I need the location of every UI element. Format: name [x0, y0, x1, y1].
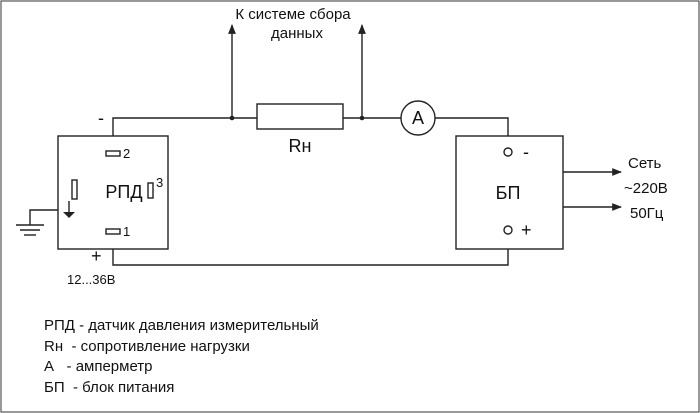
ps-terminal-minus [503, 147, 513, 157]
ps-terminal-plus [503, 225, 513, 235]
legend-item: РПД - датчик давления измерительный [44, 316, 319, 337]
sensor-pin-1 [105, 228, 121, 235]
sensor-pin-2 [105, 150, 121, 157]
legend-term: РПД [44, 317, 75, 334]
sensor-pin-3 [147, 182, 154, 199]
legend-sep: - [54, 358, 76, 375]
legend-item: Rн - сопротивление нагрузки [44, 337, 319, 358]
legend-desc: амперметр [75, 358, 153, 375]
ammeter-label: A [412, 108, 424, 128]
legend-item: А - амперметр [44, 357, 319, 378]
inner-ground-icon [63, 212, 75, 218]
legend-term: БП [44, 378, 65, 396]
legend-term: А [44, 358, 55, 375]
legend-desc: датчик давления измерительный [88, 317, 319, 334]
wire-bottom [112, 234, 509, 266]
power-supply-label: БП [496, 183, 521, 203]
legend-item: БП - блок питания [44, 378, 319, 399]
ps-plus-label: + [521, 220, 532, 240]
legend: РПД - датчик давления измерительный Rн -… [44, 316, 319, 398]
mains-voltage-label: ~220В [624, 180, 668, 197]
pin-2-label: 2 [123, 146, 130, 161]
sensor-plus-label: + [91, 246, 102, 266]
legend-desc: блок питания [82, 378, 175, 396]
external-ground-wire [29, 209, 58, 225]
sensor-ground-pin [71, 179, 78, 200]
voltage-label: 12...36В [67, 272, 115, 287]
sensor-label: РПД [105, 182, 142, 202]
mains-label: Сеть [628, 155, 662, 172]
sensor-minus-label: - [98, 108, 104, 128]
pin-1-label: 1 [123, 224, 130, 239]
pin-3-label: 3 [156, 175, 163, 190]
legend-desc: сопротивление нагрузки [80, 337, 250, 355]
legend-sep: - [63, 337, 81, 355]
legend-term: Rн [44, 337, 64, 355]
ps-minus-label: - [523, 142, 529, 162]
collector-label-line2: данных [271, 25, 323, 42]
collector-label-line1: К системе сбора [235, 6, 351, 23]
legend-sep: - [64, 378, 83, 396]
load-resistor [256, 103, 344, 130]
mains-frequency-label: 50Гц [630, 205, 664, 222]
legend-sep: - [74, 317, 89, 334]
load-label: Rн [289, 136, 312, 156]
